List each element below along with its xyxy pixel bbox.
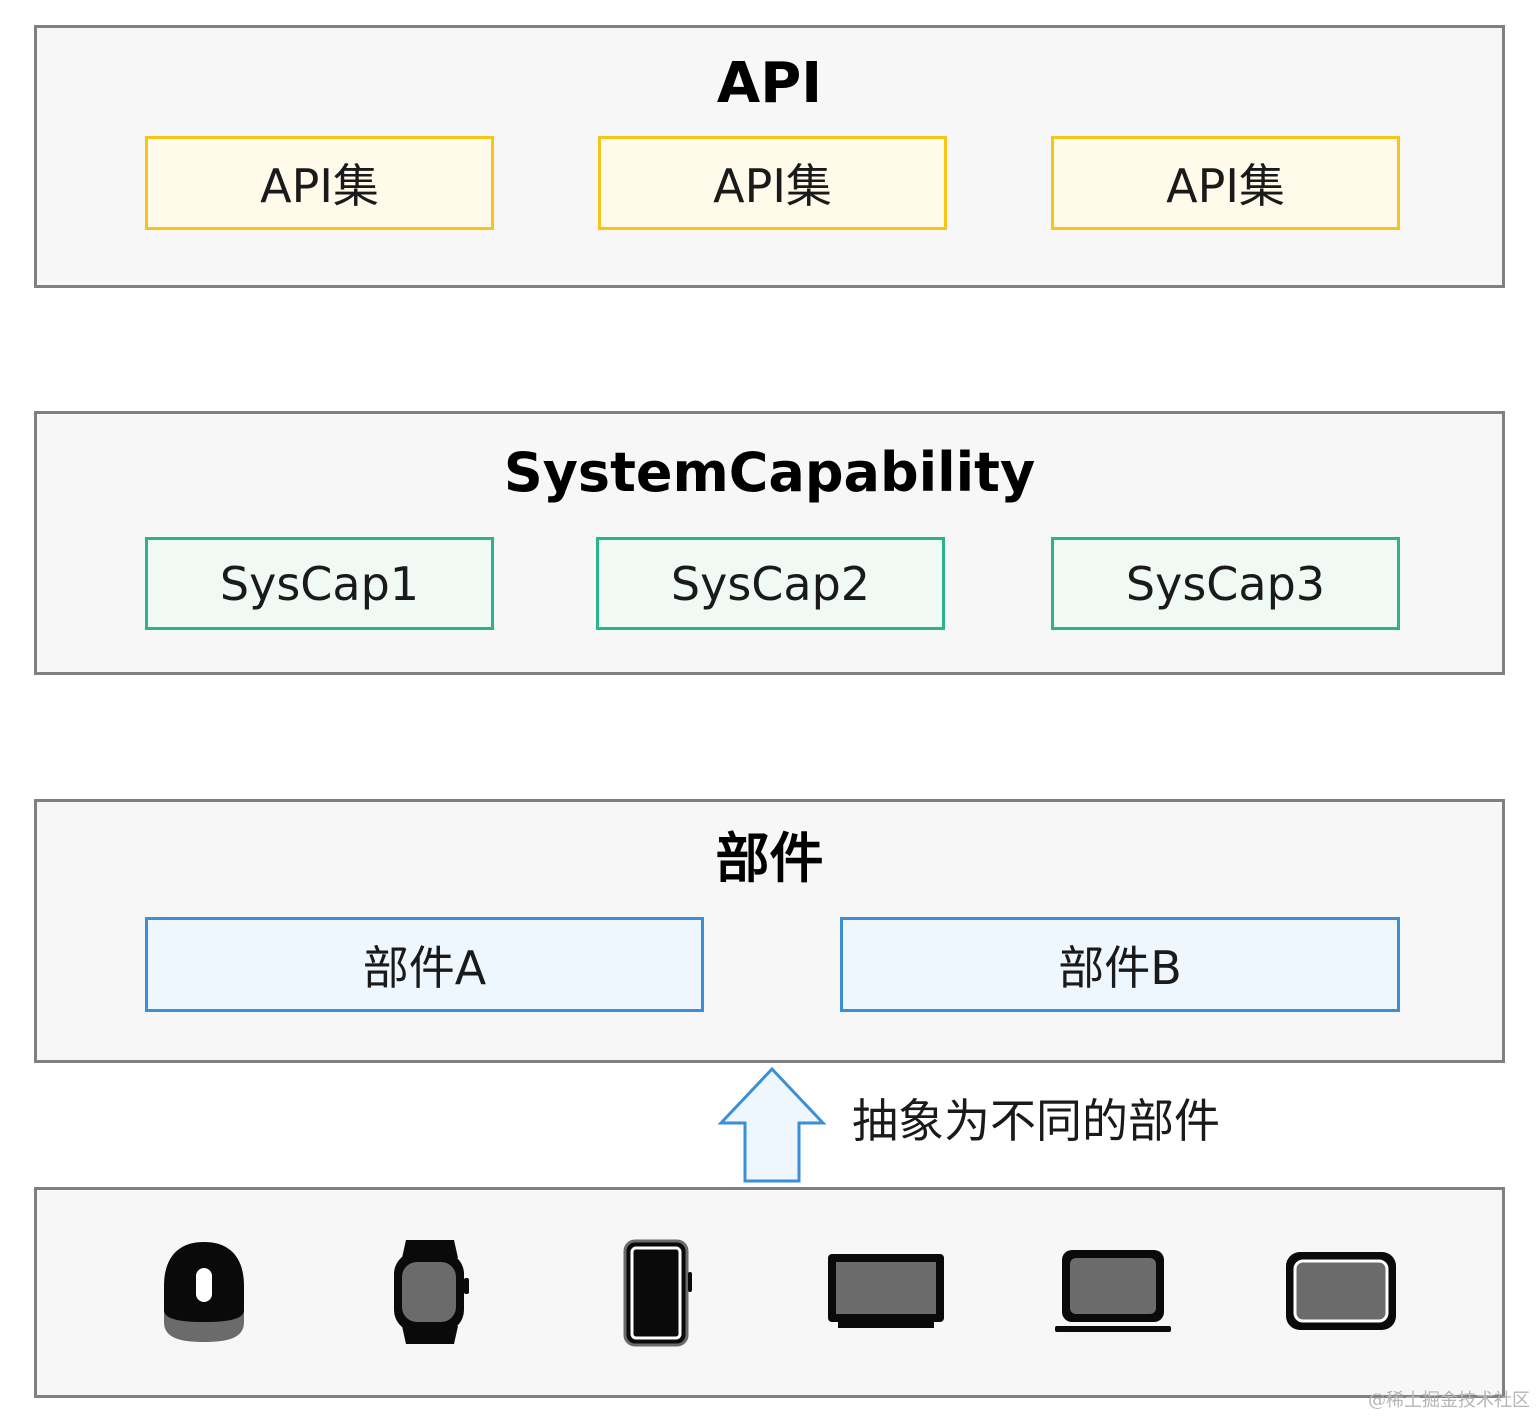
api-set-box-1: API集 (145, 136, 494, 230)
syscap-box-2: SysCap2 (596, 537, 945, 630)
api-set-box-2: API集 (598, 136, 947, 230)
phone-icon (623, 1239, 692, 1347)
part-layer-title: 部件 (715, 827, 824, 890)
arrow-label: 抽象为不同的部件 (852, 1094, 1220, 1148)
api-set-box-3: API集 (1051, 136, 1400, 230)
syscap-box-3: SysCap3 (1051, 537, 1400, 630)
watch-icon (394, 1240, 469, 1344)
part-box-b: 部件B (840, 917, 1400, 1012)
tablet-icon (828, 1254, 944, 1328)
up-arrow-icon (717, 1066, 827, 1183)
api-layer-title: API (716, 51, 823, 116)
syscap-layer-title: SystemCapability (503, 441, 1036, 504)
device-layer (34, 1187, 1505, 1398)
laptop-icon (1055, 1250, 1171, 1332)
syscap-box-1: SysCap1 (145, 537, 494, 630)
api-layer: API API集 API集 API集 (34, 25, 1505, 288)
speaker-icon (164, 1242, 244, 1342)
watermark: @稀土掘金技术社区 (1368, 1390, 1530, 1411)
part-layer: 部件 部件A 部件B (34, 799, 1505, 1063)
tv-icon (1286, 1252, 1396, 1330)
part-box-a: 部件A (145, 917, 704, 1012)
syscap-layer: SystemCapability SysCap1 SysCap2 SysCap3 (34, 411, 1505, 675)
